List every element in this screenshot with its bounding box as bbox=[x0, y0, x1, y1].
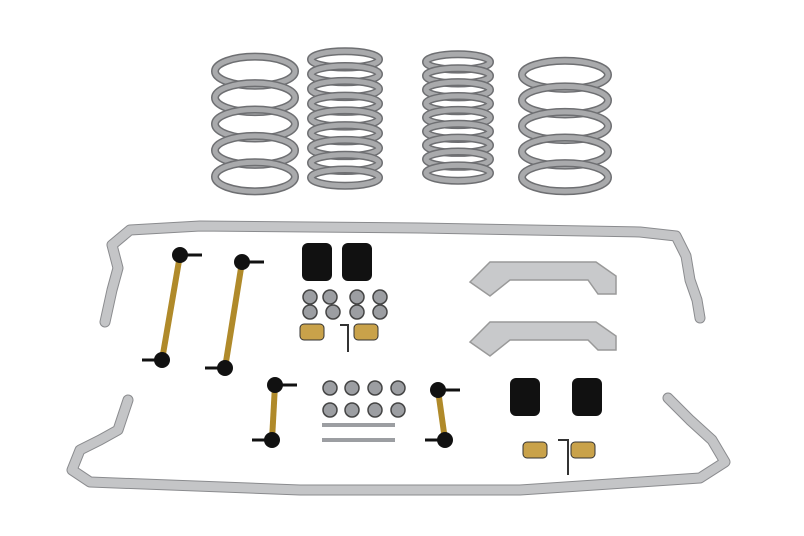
link-rod bbox=[269, 384, 278, 441]
front-sway-bar bbox=[99, 220, 706, 328]
bracket-plate bbox=[522, 441, 548, 459]
rear-sway-bar bbox=[66, 392, 731, 496]
end-link bbox=[205, 254, 264, 376]
control-arms bbox=[468, 261, 617, 357]
bracket-plate bbox=[353, 323, 379, 341]
allen-key bbox=[558, 439, 569, 475]
allen-key bbox=[340, 324, 349, 352]
control-arm bbox=[468, 261, 617, 297]
link-rod bbox=[222, 261, 245, 369]
washer bbox=[302, 304, 318, 320]
washer bbox=[349, 304, 365, 320]
link-rod bbox=[435, 389, 448, 441]
washer bbox=[322, 380, 338, 396]
washer bbox=[302, 289, 318, 305]
end-link bbox=[425, 382, 460, 448]
coil bbox=[519, 160, 611, 194]
bushing bbox=[342, 243, 372, 281]
washer bbox=[344, 380, 360, 396]
bushing bbox=[302, 243, 332, 281]
coil bbox=[212, 159, 298, 194]
arm-body bbox=[468, 321, 617, 357]
sway-bar-bushings bbox=[302, 243, 602, 416]
coil-spring bbox=[211, 52, 299, 196]
arm-body bbox=[468, 261, 617, 297]
link-rod bbox=[159, 254, 183, 361]
washer bbox=[325, 304, 341, 320]
washer bbox=[367, 380, 383, 396]
bushing bbox=[510, 378, 540, 416]
coil-spring bbox=[518, 56, 612, 196]
coil-springs bbox=[211, 47, 612, 196]
control-arm bbox=[468, 321, 617, 357]
coil bbox=[423, 162, 493, 184]
washer bbox=[349, 289, 365, 305]
washer bbox=[390, 380, 406, 396]
washer bbox=[372, 304, 388, 320]
washer bbox=[372, 289, 388, 305]
end-link bbox=[142, 247, 202, 368]
washer bbox=[367, 402, 383, 418]
coil-spring bbox=[422, 50, 494, 185]
washer bbox=[322, 402, 338, 418]
end-link bbox=[252, 377, 297, 448]
washer bbox=[344, 402, 360, 418]
coil-spring bbox=[307, 47, 383, 190]
washer bbox=[390, 402, 406, 418]
bracket-plate bbox=[299, 323, 325, 341]
bracket-plate bbox=[570, 441, 596, 459]
bushing bbox=[572, 378, 602, 416]
sway-bar-end-links bbox=[142, 247, 460, 448]
coil bbox=[308, 166, 382, 189]
washer bbox=[322, 289, 338, 305]
washers-nuts-bolts bbox=[299, 289, 596, 475]
